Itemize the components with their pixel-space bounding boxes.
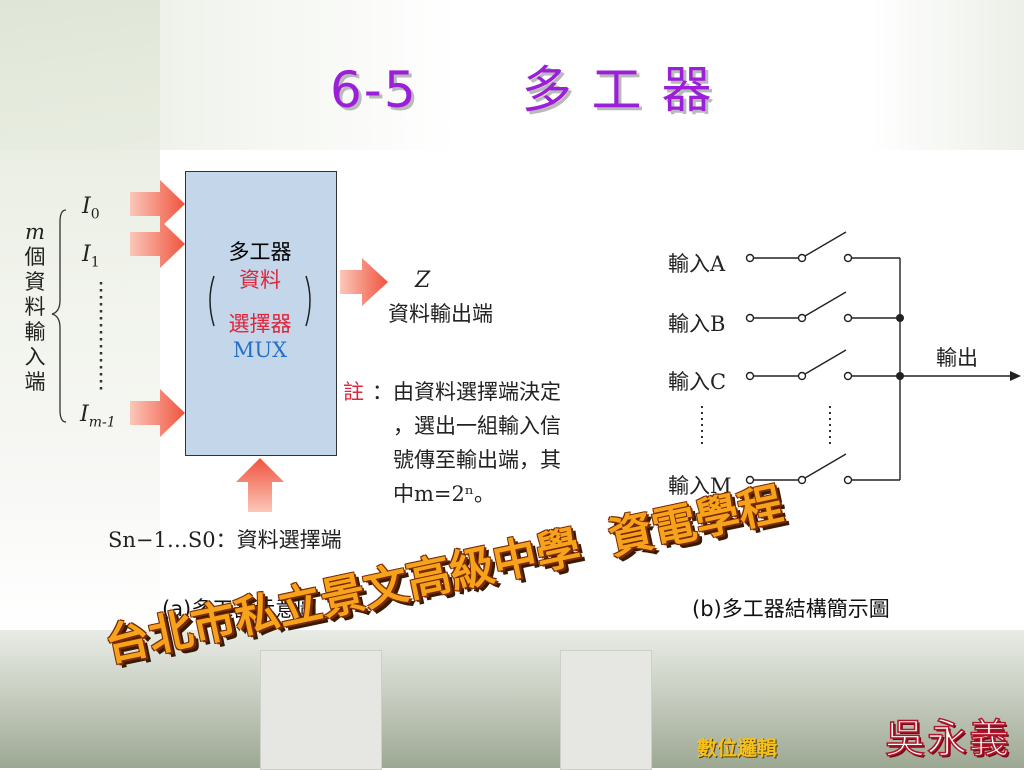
input-arrow-i0 [130, 180, 185, 228]
switch-blade [804, 349, 847, 375]
mux-bracket-left [209, 275, 215, 327]
switch-input-label-m: 輸入M [668, 474, 732, 498]
input-i0-label: I0 [82, 194, 100, 223]
mux-label-selector: 選擇器 [228, 312, 292, 336]
vertical-char: 料 [24, 295, 46, 319]
vertical-char: 資 [24, 270, 46, 294]
switch-network [745, 231, 1014, 485]
switch-output-label: 輸出 [936, 346, 978, 370]
vertical-char: 輸 [24, 320, 46, 344]
note-label: 註 [343, 380, 364, 404]
note-line: 中m=2ⁿ。 [393, 482, 495, 506]
output-arrowhead [1010, 371, 1021, 381]
output-arrow [340, 258, 388, 306]
author-name: 吳永義 [884, 715, 1011, 763]
background-building [260, 650, 382, 770]
switch-blade [804, 291, 847, 317]
switch-terminal [745, 253, 755, 263]
switch-pivot [797, 475, 807, 485]
course-name: 數位邏輯 [697, 736, 777, 760]
input-i1-label: I1 [82, 242, 100, 271]
mux-bracket-right [305, 275, 311, 327]
output-z-symbol: Z [415, 268, 431, 293]
switch-blade [804, 231, 847, 257]
input-brace [51, 209, 67, 423]
switch-contact [843, 253, 853, 263]
switch-terminal [745, 371, 755, 381]
switch-pivot [797, 313, 807, 323]
background-building-strip [0, 630, 1024, 768]
mux-label-multiplexer: 多工器 [228, 240, 292, 264]
slide-title: 6-5 多 工 器 [330, 61, 714, 119]
input-arrow-im [130, 389, 185, 437]
vertical-char: 端 [24, 370, 46, 394]
switch-input-label-c: 輸入C [668, 370, 727, 394]
mux-label-mux: MUX [232, 338, 288, 362]
note-line: ：由資料選擇端決定 [372, 380, 561, 404]
background-foliage-top [0, 0, 1024, 150]
m-symbol: m [25, 220, 45, 244]
caption-b: (b)多工器結構簡示圖 [692, 597, 890, 621]
switch-contact [843, 313, 853, 323]
vertical-char: 入 [24, 345, 46, 369]
switch-contact [843, 475, 853, 485]
input-count-label: m 個 資 料 輸 入 端 [22, 220, 48, 395]
switch-terminal [745, 313, 755, 323]
output-label: 資料輸出端 [388, 302, 493, 326]
vertical-char: 個 [24, 245, 46, 269]
select-arrow [236, 458, 284, 512]
switch-pivot [797, 371, 807, 381]
switch-blade [804, 453, 847, 479]
switch-pivot [797, 253, 807, 263]
background-building [560, 650, 652, 770]
background-foliage-left [0, 0, 160, 640]
note-line: 號傳至輸出端，其 [393, 448, 561, 472]
caption-a: (a)多工器示意圖 [162, 597, 318, 621]
switch-input-label-a: 輸入A [668, 252, 726, 276]
switch-input-label-b: 輸入B [668, 312, 726, 336]
select-inputs-label: Sn−1…S0：資料選擇端 [108, 528, 342, 552]
bus-junction [896, 372, 904, 380]
switch-terminal [745, 475, 755, 485]
input-arrow-i1 [130, 220, 185, 268]
note-line: ，選出一組輸入信 [393, 414, 561, 438]
mux-label-data: 資料 [239, 268, 281, 292]
bus-junction [896, 314, 904, 322]
input-im-label: Im-1 [80, 402, 116, 431]
switch-contact [843, 371, 853, 381]
